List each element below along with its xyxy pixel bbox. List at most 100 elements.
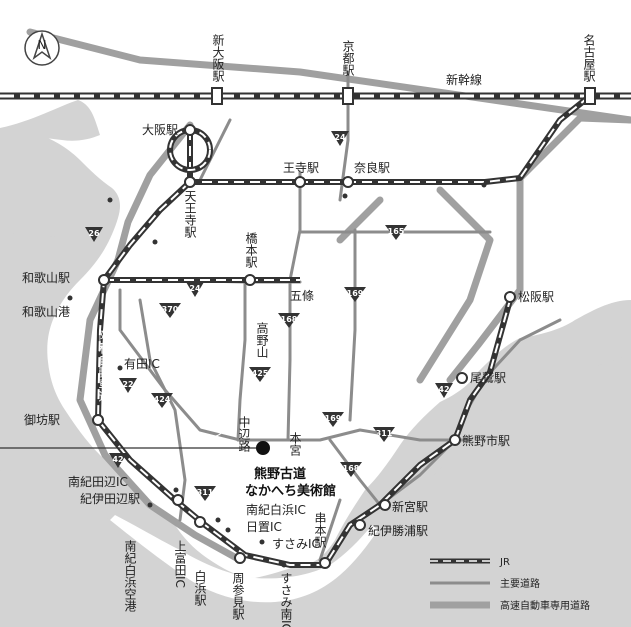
label-hanwa: 阪和自動車道 xyxy=(97,330,111,402)
label-kushimoto: 串本駅 xyxy=(313,512,327,549)
svg-text:168: 168 xyxy=(343,464,360,473)
label-nakahechi: 中辺路 xyxy=(237,415,251,453)
svg-text:169: 169 xyxy=(325,414,342,423)
shield-169-north: 169 xyxy=(344,287,366,302)
station-marker-kyoto xyxy=(342,87,354,105)
shield-425: 425 xyxy=(249,367,271,382)
legend-main-road: 主要道路 xyxy=(500,577,540,590)
station-marker-matsusaka xyxy=(504,291,516,303)
label-hashimoto: 橋本駅 xyxy=(244,232,258,269)
label-nanki-shirahama-ic: 南紀白浜IC xyxy=(246,502,306,517)
label-wakayama: 和歌山駅 xyxy=(22,270,70,285)
south-coast xyxy=(0,340,631,627)
svg-text:311: 311 xyxy=(197,488,214,497)
station-marker-osaka xyxy=(184,124,196,136)
label-kamitonda: 上富田IC xyxy=(173,540,187,588)
station-marker-shirahama xyxy=(194,516,206,528)
shield-42-west: 42 xyxy=(109,453,127,468)
shield-42-east: 42 xyxy=(435,383,453,398)
ic-dots xyxy=(67,182,487,568)
shield-169-south: 169 xyxy=(322,412,344,427)
label-gobo: 御坊駅 xyxy=(24,412,60,427)
label-meishin: 名神高速道路 xyxy=(466,124,538,139)
label-matsusaka: 松阪駅 xyxy=(518,290,554,304)
road-labels: 新幹線 名神高速道路 阪和自動車道 高野龍神スカイライン 有田IC 南紀田辺IC… xyxy=(68,72,538,551)
compass-ring xyxy=(24,30,60,66)
svg-text:424: 424 xyxy=(154,395,171,404)
land-north xyxy=(0,0,631,578)
shield-26: 26 xyxy=(85,227,103,242)
label-hongu: 本宮 xyxy=(288,432,302,456)
station-markers xyxy=(92,87,596,569)
shield-24-north: 24 xyxy=(331,131,349,146)
label-nagoya: 名古屋駅 xyxy=(582,33,596,83)
label-koya-skyline: 高野龍神スカイライン xyxy=(211,317,225,438)
compass-letter: N xyxy=(38,38,47,52)
shield-24-south: 24 xyxy=(186,282,204,297)
label-shin-osaka: 新大阪駅 xyxy=(211,33,225,83)
label-nanki-tanabe-ic: 南紀田辺IC xyxy=(68,474,128,489)
station-marker-ouji xyxy=(294,176,306,188)
legend-expressway: 高速自動車専用道路 xyxy=(500,599,590,612)
station-marker-gobo xyxy=(92,414,104,426)
svg-text:22: 22 xyxy=(122,380,133,389)
museum-name-line1: 熊野古道 xyxy=(254,466,306,482)
svg-text:42: 42 xyxy=(112,455,123,464)
label-kiiseiura: 紀伊勝浦駅 xyxy=(368,523,428,538)
svg-text:26: 26 xyxy=(88,229,100,238)
label-ouji: 王寺駅 xyxy=(283,161,319,175)
shield-370: 370 xyxy=(159,303,181,318)
label-kiitanabe: 紀伊田辺駅 xyxy=(80,492,140,506)
svg-text:169: 169 xyxy=(347,289,364,298)
svg-text:425: 425 xyxy=(252,369,269,378)
svg-text:165: 165 xyxy=(388,227,405,236)
svg-text:168: 168 xyxy=(281,315,298,324)
svg-text:311: 311 xyxy=(376,429,393,438)
label-gojo: 五條 xyxy=(290,289,314,303)
svg-text:24: 24 xyxy=(334,133,346,142)
shield-311-east: 311 xyxy=(373,427,395,442)
shield-22: 22 xyxy=(119,378,137,393)
shield-311-west: 311 xyxy=(194,486,216,501)
shield-165: 165 xyxy=(385,225,407,240)
label-arida-ic: 有田IC xyxy=(124,357,160,371)
svg-text:370: 370 xyxy=(162,305,179,314)
station-marker-owase xyxy=(456,372,468,384)
station-marker-kiitanabe xyxy=(172,494,184,506)
label-susami-ic: すさみIC xyxy=(272,537,320,551)
station-marker-wakayama xyxy=(98,274,110,286)
label-koyasan: 高野山 xyxy=(255,321,269,358)
svg-text:24: 24 xyxy=(189,284,201,293)
shield-168-south: 168 xyxy=(340,462,362,477)
label-kyoto: 京都駅 xyxy=(341,40,355,77)
label-osaka: 大阪駅 xyxy=(142,123,178,137)
station-marker-shusami xyxy=(234,552,246,564)
label-susami-minami: すさみ南IC xyxy=(279,572,293,627)
label-wakayama-port: 和歌山港 xyxy=(22,304,70,319)
label-kumanoshi: 熊野市駅 xyxy=(462,433,510,448)
label-shingu: 新宮駅 xyxy=(392,499,428,514)
station-marker-nara xyxy=(342,176,354,188)
shield-168-north: 168 xyxy=(278,313,300,328)
compass-arrow-icon xyxy=(32,31,52,61)
station-labels: 新大阪駅 京都駅 名古屋駅 大阪駅 天王寺駅 王寺駅 奈良駅 橋本駅 五條 和歌… xyxy=(22,33,596,627)
label-nanki-airport: 南紀白浜空港 xyxy=(123,539,137,612)
legend-jr: JR xyxy=(499,557,510,568)
museum-label: 熊野古道 なかへち美術館 xyxy=(245,466,336,499)
label-nara: 奈良駅 xyxy=(354,160,390,175)
bay-2 xyxy=(0,170,69,238)
museum-marker xyxy=(256,441,270,455)
coast-land-strip xyxy=(110,515,378,603)
label-hiki-ic: 日置IC xyxy=(246,520,282,534)
label-tennoji: 天王寺駅 xyxy=(183,190,197,239)
shield-424: 424 xyxy=(151,393,173,408)
label-shinkansen: 新幹線 xyxy=(446,72,482,87)
station-marker-shin-osaka xyxy=(211,87,223,105)
bay xyxy=(0,100,100,141)
museum-name-line2: なかへち美術館 xyxy=(245,483,336,499)
station-marker-kiiseiura xyxy=(354,519,366,531)
legend: JR 主要道路 高速自動車専用道路 xyxy=(430,557,590,612)
route-shields: 24 26 24 370 165 169 168 425 424 22 42 4… xyxy=(85,131,453,501)
compass: N xyxy=(24,30,60,66)
